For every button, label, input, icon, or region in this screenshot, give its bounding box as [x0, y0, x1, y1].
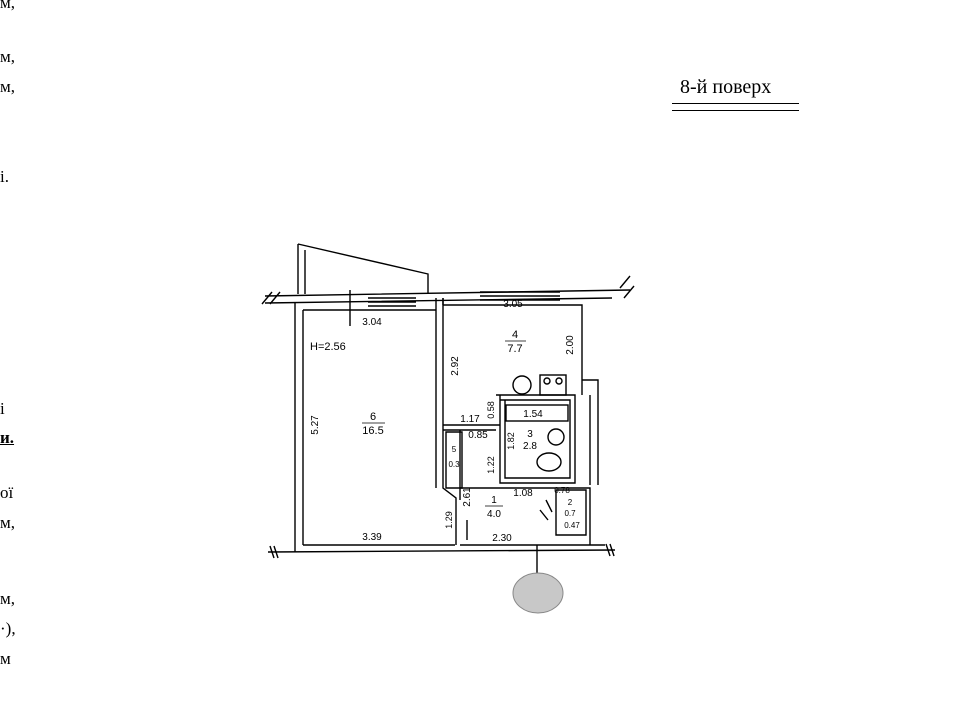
stove [539, 374, 567, 396]
edge-text-fragment: м [0, 649, 11, 668]
dimension-label: 2.92 [450, 356, 461, 376]
closet-2 [555, 489, 587, 536]
dimension-label: 3.04 [362, 317, 382, 328]
room-2-number: 2 [568, 498, 573, 507]
dimension-label: 0.78 [554, 486, 570, 495]
floor-label: 8-й поверх [680, 76, 772, 98]
dimension-line [349, 290, 468, 540]
edge-text-fragment: м, [0, 513, 16, 532]
dimension-label: 1.17 [460, 414, 480, 425]
dimension-label: 3.05 [503, 299, 523, 310]
edge-text-fragment: и. [0, 428, 15, 447]
dimension-label: 2.00 [565, 335, 576, 355]
room-3-area: 2.8 [523, 441, 537, 452]
window [368, 297, 416, 307]
room-1-area: 4.0 [487, 509, 501, 520]
wall [443, 424, 500, 431]
floor-label-underline [672, 103, 799, 111]
dimension-label: 3.39 [362, 532, 382, 543]
outer-wall-top [264, 289, 631, 304]
break-mark [269, 545, 279, 559]
dimension-label: 1.29 [444, 511, 454, 529]
toilet [536, 452, 562, 472]
edge-text-fragment: ·), [0, 619, 16, 638]
break-mark [261, 291, 281, 305]
room-6-area: 16.5 [362, 425, 383, 437]
edge-text-fragment: м, [0, 589, 16, 608]
outer-wall-left [294, 303, 304, 552]
dimension-label: 2.30 [492, 533, 512, 544]
room-5-area: 0.3 [448, 460, 460, 469]
sink [547, 428, 565, 446]
room-4-area: 7.7 [507, 343, 522, 355]
break-mark [619, 275, 635, 299]
dimension-label: 1.54 [523, 409, 543, 420]
height-label: H=2.56 [310, 341, 346, 353]
stove-burner [543, 377, 551, 385]
break-mark [605, 543, 615, 557]
bathroom-wall [500, 399, 571, 479]
room-5-number: 5 [452, 445, 457, 454]
wall [435, 298, 457, 545]
dimension-label: 1.22 [486, 456, 496, 474]
room-1-number: 1 [491, 495, 497, 506]
stove-burner [555, 377, 563, 385]
room-3-number: 3 [527, 429, 533, 440]
dimension-label: 1.08 [513, 488, 533, 499]
edge-text-fragment: і [0, 399, 5, 418]
room-4-number: 4 [512, 329, 518, 341]
edge-text-fragment: м, [0, 77, 16, 96]
wall [460, 487, 591, 545]
edge-text-fragment: м, [0, 47, 16, 66]
bathtub [505, 404, 569, 422]
dimension-label: 0.47 [564, 521, 580, 530]
edge-text-fragment: м, [0, 0, 16, 12]
edge-text-fragment: і. [0, 167, 9, 186]
balcony [297, 243, 429, 294]
entrance-marker [512, 572, 564, 614]
kitchen-sink [512, 375, 532, 395]
wall [582, 379, 599, 485]
dimension-label: 0.58 [486, 401, 496, 419]
room-2-area: 0.7 [564, 509, 576, 518]
room-6-number: 6 [370, 411, 376, 423]
door-swing [539, 499, 553, 521]
edge-text-fragment: ої [0, 483, 14, 502]
dimension-label: 1.82 [506, 432, 516, 450]
dimension-label: 2.61 [462, 487, 473, 507]
outer-wall-bottom [267, 544, 616, 553]
window [480, 291, 560, 301]
dimension-label: 5.27 [310, 415, 321, 435]
dimension-label: 0.85 [468, 430, 488, 441]
wall [442, 298, 583, 395]
